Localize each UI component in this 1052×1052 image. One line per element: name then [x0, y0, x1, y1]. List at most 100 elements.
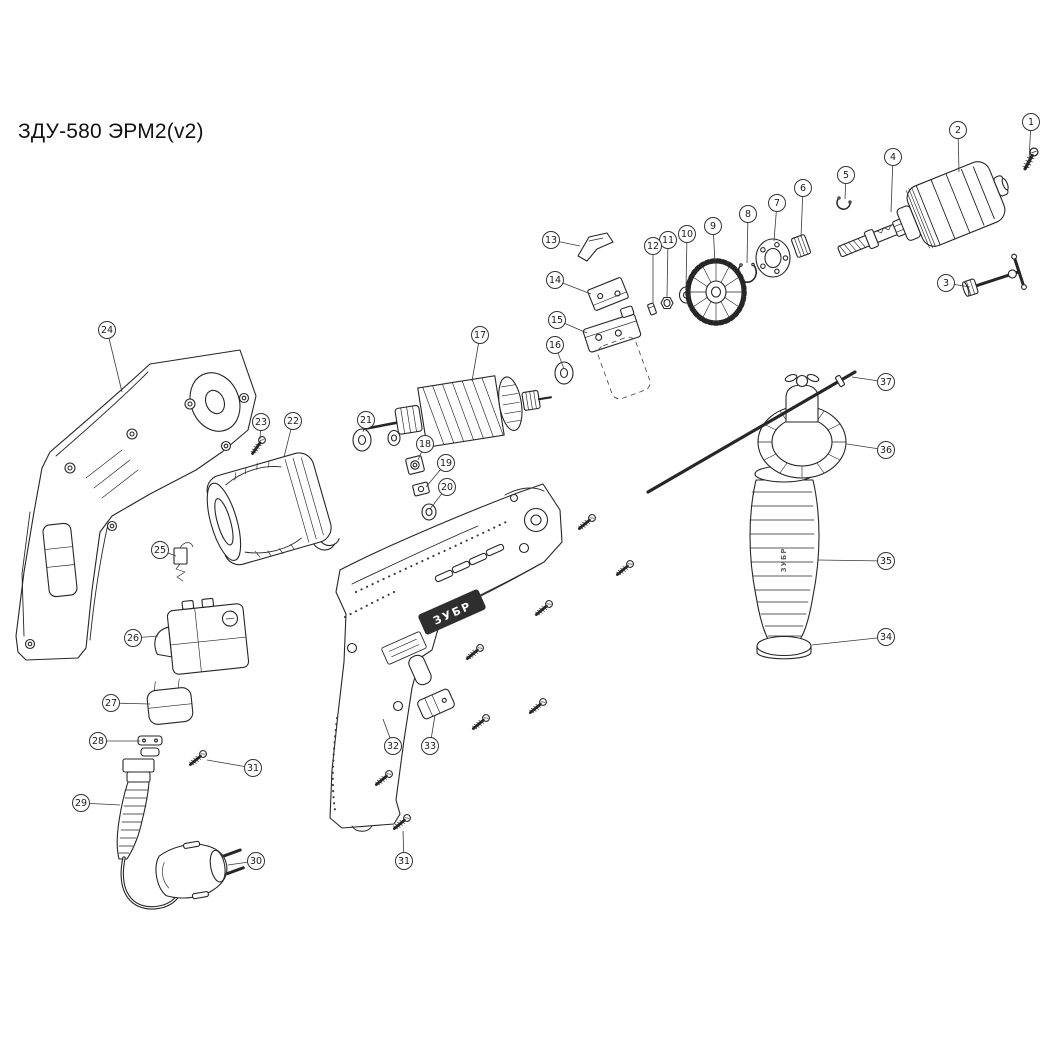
part-switch [154, 597, 250, 675]
part-hammer-lever-13 [577, 232, 614, 262]
svg-text:30: 30 [250, 856, 262, 867]
svg-text:9: 9 [710, 221, 716, 232]
svg-text:2: 2 [955, 125, 961, 136]
trigger [408, 654, 432, 686]
part-sleeve-6 [791, 234, 811, 258]
callout-15: 15 [548, 311, 588, 334]
part-armature [365, 375, 552, 448]
assembly-dashed-outline [597, 336, 651, 400]
svg-text:5: 5 [843, 170, 849, 181]
part-circlip-8 [737, 262, 757, 283]
svg-text:14: 14 [549, 275, 561, 286]
callout-31: 31 [395, 830, 413, 870]
callout-4: 4 [884, 148, 902, 213]
callout-9: 9 [704, 217, 722, 263]
part-depth-rod [646, 370, 857, 494]
callout-16: 16 [546, 336, 565, 370]
svg-text:23: 23 [255, 417, 267, 428]
handle-brand-text: ЗУБР [780, 548, 788, 573]
part-capacitor [146, 678, 194, 725]
svg-text:6: 6 [800, 183, 806, 194]
svg-text:3: 3 [943, 278, 949, 289]
part-main-gear [685, 258, 747, 326]
part-selector-button [417, 688, 455, 720]
part-nut-11 [660, 296, 674, 310]
svg-text:21: 21 [360, 415, 372, 426]
part-washer-20 [421, 503, 437, 521]
callout-25: 25 [151, 541, 177, 559]
callout-22: 22 [283, 412, 302, 458]
svg-text:19: 19 [440, 458, 452, 469]
callout-36: 36 [846, 441, 895, 459]
callout-layer: 1234567891011121314151617181920212223242… [72, 113, 1040, 870]
callout-14: 14 [546, 271, 592, 295]
svg-text:28: 28 [92, 736, 104, 747]
svg-text:33: 33 [424, 741, 436, 752]
svg-text:18: 18 [419, 439, 431, 450]
callout-11: 11 [659, 231, 677, 299]
svg-text:16: 16 [549, 340, 561, 351]
svg-text:20: 20 [441, 482, 453, 493]
callout-32: 32 [382, 718, 402, 755]
part-washer-21 [352, 428, 401, 452]
svg-text:22: 22 [287, 416, 299, 427]
part-side-handle: ЗУБР [646, 370, 857, 660]
part-bushing-19 [412, 481, 430, 497]
callout-3: 3 [937, 274, 971, 292]
svg-text:37: 37 [880, 377, 892, 388]
part-hammer-bracket-15 [582, 305, 642, 353]
callout-18: 18 [416, 435, 434, 461]
callout-33: 33 [421, 714, 439, 755]
page-title: ЗДУ-580 ЭРМ2(v2) [18, 120, 204, 143]
callout-8: 8 [739, 205, 757, 264]
svg-text:17: 17 [474, 330, 486, 341]
svg-text:27: 27 [105, 698, 117, 709]
callout-30: 30 [227, 852, 265, 870]
part-cord-clamp [137, 735, 163, 757]
svg-text:10: 10 [681, 229, 693, 240]
callout-34: 34 [811, 628, 895, 646]
callout-26: 26 [124, 629, 159, 647]
part-clip-5 [836, 196, 852, 210]
svg-text:7: 7 [774, 198, 780, 209]
part-chuck-key [962, 253, 1027, 297]
callout-19: 19 [425, 454, 455, 488]
part-cord-protector [116, 758, 155, 860]
callout-27: 27 [102, 694, 151, 712]
svg-text:1: 1 [1028, 117, 1034, 128]
callout-28: 28 [89, 732, 140, 750]
callout-24: 24 [98, 321, 123, 393]
callout-31: 31 [206, 759, 262, 777]
callout-2: 2 [949, 121, 967, 173]
part-hammer-plate-14 [587, 277, 629, 311]
callout-13: 13 [542, 231, 581, 249]
part-plug [155, 840, 245, 900]
part-housing-main: ЗУБР [329, 483, 563, 832]
svg-text:32: 32 [387, 741, 399, 752]
part-clamp-ring [757, 405, 847, 479]
svg-text:8: 8 [745, 209, 751, 220]
part-pin-12 [647, 302, 657, 316]
part-washer-16 [554, 361, 574, 385]
part-screw-23 [248, 433, 269, 457]
svg-text:15: 15 [551, 315, 563, 326]
part-stator [206, 452, 340, 566]
svg-text:24: 24 [101, 325, 113, 336]
part-carbon-brush [173, 542, 194, 582]
svg-text:11: 11 [662, 235, 674, 246]
callout-5: 5 [837, 166, 855, 200]
callout-23: 23 [252, 413, 270, 440]
part-housing-left [15, 349, 257, 661]
callout-29: 29 [72, 794, 121, 812]
callout-10: 10 [678, 225, 696, 290]
part-chuck [896, 161, 1009, 249]
part-bearing-7 [755, 238, 791, 278]
model-sticker [381, 631, 427, 665]
svg-text:34: 34 [880, 632, 892, 643]
svg-text:4: 4 [890, 152, 896, 163]
callout-20: 20 [429, 478, 456, 510]
callout-12: 12 [644, 237, 662, 304]
svg-text:29: 29 [75, 798, 87, 809]
